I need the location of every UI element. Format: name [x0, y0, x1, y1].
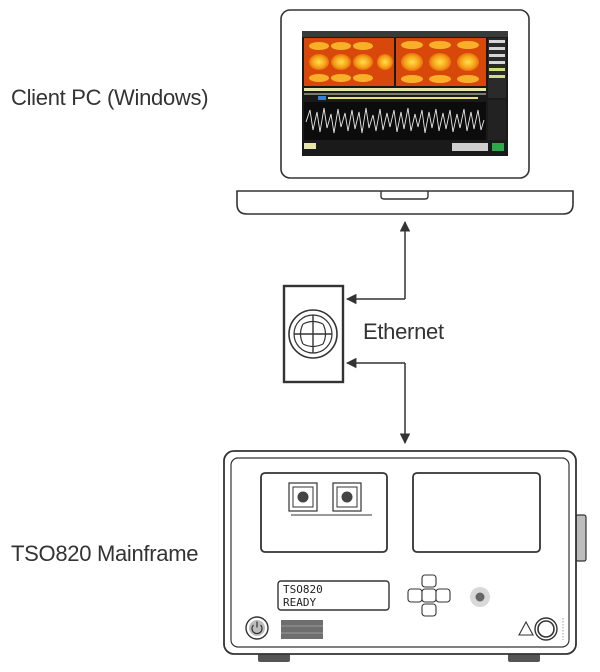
- warning-triangle-icon: [518, 620, 534, 636]
- ethernet-label: Ethernet: [363, 319, 444, 344]
- blank-module: [412, 472, 541, 553]
- output-connector: [534, 617, 564, 641]
- navigation-keypad[interactable]: [407, 574, 451, 617]
- ethernet-connection-lines: [345, 220, 411, 445]
- ethernet-switch-icon: [282, 284, 345, 384]
- up-key[interactable]: [421, 574, 437, 588]
- left-key[interactable]: [407, 588, 423, 603]
- lcd-line-2: READY: [283, 596, 316, 609]
- enter-key[interactable]: [421, 588, 437, 603]
- lcd-display: TSO820 READY: [277, 580, 390, 611]
- right-key[interactable]: [435, 588, 451, 603]
- eye-diagram-left: [304, 38, 394, 86]
- laptop-screen: [302, 31, 508, 156]
- client-pc-label: Client PC (Windows): [11, 85, 209, 110]
- laptop-icon: [236, 9, 574, 215]
- mainframe-instrument-icon: TSO820 READY: [223, 450, 587, 662]
- lcd-line-1: TSO820: [283, 583, 323, 596]
- knob[interactable]: [470, 587, 490, 607]
- waveform-trace: [304, 102, 486, 140]
- eye-diagram-right: [396, 38, 486, 86]
- input-module: [260, 472, 388, 553]
- mainframe-label: TSO820 Mainframe: [11, 541, 199, 566]
- screen-side-panel: [488, 38, 506, 98]
- power-icon[interactable]: [245, 616, 269, 640]
- vent-slot: [281, 620, 323, 639]
- down-key[interactable]: [421, 603, 437, 617]
